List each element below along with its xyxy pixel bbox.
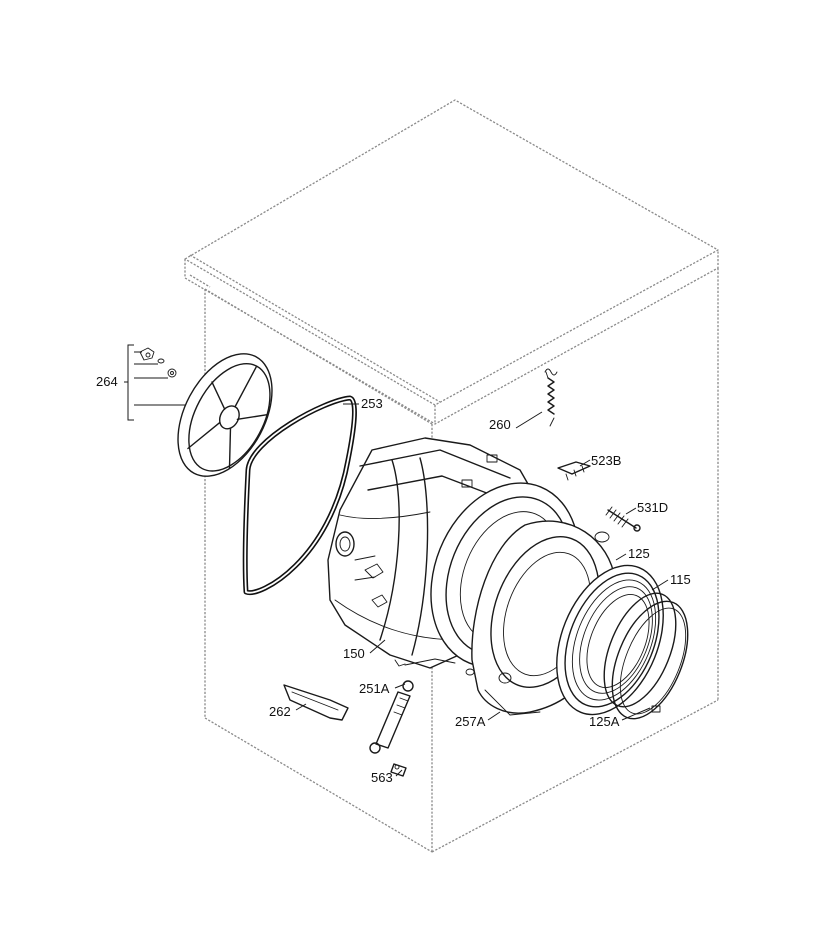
leader-262 <box>295 703 307 711</box>
clamp-ring-part-115 <box>603 592 677 708</box>
label-260: 260 <box>489 417 511 432</box>
leader-523B <box>579 459 591 467</box>
label-257A: 257A <box>455 714 486 729</box>
label-251A: 251A <box>359 681 390 696</box>
label-523B: 523B <box>591 453 621 468</box>
pulley-part-264 <box>139 347 273 477</box>
label-563: 563 <box>371 770 393 785</box>
bracket-part-523B <box>557 461 591 481</box>
screw-part-531D <box>605 506 641 532</box>
leader-257A <box>487 711 501 721</box>
leader-125A <box>621 707 651 721</box>
pin-part-563 <box>390 763 407 777</box>
leader-115 <box>651 579 669 591</box>
label-264: 264 <box>96 374 118 389</box>
leader-150 <box>369 639 386 654</box>
leader-125 <box>615 553 627 561</box>
drive-belt-part-253 <box>242 395 357 596</box>
label-253: 253 <box>361 396 383 411</box>
leader-260 <box>515 411 543 429</box>
label-531D: 531D <box>637 500 668 515</box>
label-262: 262 <box>269 704 291 719</box>
label-125: 125 <box>628 546 650 561</box>
shock-absorber-part-251A <box>369 680 414 754</box>
leader-531D <box>625 507 637 515</box>
leader-251A <box>394 683 406 689</box>
label-125A: 125A <box>589 714 620 729</box>
bracket-part-262 <box>283 684 349 721</box>
leader-264 <box>124 344 185 421</box>
label-115: 115 <box>670 572 691 587</box>
leader-563 <box>395 769 403 777</box>
label-150: 150 <box>343 646 365 661</box>
spring-part-260 <box>544 368 558 427</box>
